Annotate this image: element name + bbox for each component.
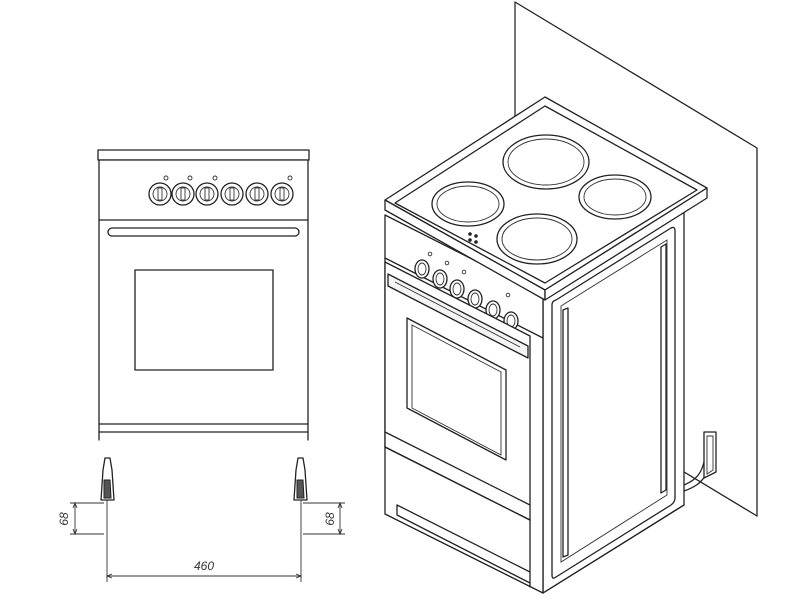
burner-right — [578, 174, 652, 220]
iso-drawer-top — [384, 431, 531, 506]
knob-3 — [195, 182, 219, 206]
iso-knob-2 — [432, 269, 448, 289]
isometric-view — [384, 1, 758, 594]
burner-back-large — [502, 134, 590, 190]
burners — [431, 134, 652, 265]
iso-indicator-lights — [427, 251, 511, 298]
front-view: 68 68 460 — [57, 149, 345, 582]
front-view-feet — [100, 457, 308, 501]
knob-2 — [171, 182, 195, 206]
dimension-lines — [70, 500, 345, 582]
control-knobs — [148, 182, 294, 206]
oven-door-handle — [107, 227, 300, 237]
burner-left — [431, 181, 505, 227]
iso-knob-1 — [414, 259, 430, 279]
iso-control-knobs — [414, 259, 519, 331]
power-cord — [683, 431, 717, 492]
iso-knob-3 — [449, 279, 465, 299]
cabinet-side-panel — [551, 226, 676, 579]
indicator-lights — [163, 175, 293, 181]
iso-knob-4 — [467, 289, 483, 309]
dimension-foot-height-right: 68 — [323, 512, 337, 526]
knob-6 — [270, 182, 294, 206]
iso-oven-handle — [387, 273, 529, 359]
burner-front — [496, 213, 578, 265]
dimension-foot-height-left: 68 — [57, 512, 71, 526]
knob-1 — [148, 182, 172, 206]
oven-window — [134, 269, 274, 371]
iso-oven-window — [406, 317, 507, 461]
iso-knob-5 — [485, 300, 501, 320]
front-view-top-edge — [97, 149, 310, 161]
knob-4 — [220, 182, 244, 206]
dimension-total-width: 460 — [194, 559, 214, 573]
knob-5 — [245, 182, 269, 206]
hotplate-symbol-icon — [468, 232, 478, 244]
